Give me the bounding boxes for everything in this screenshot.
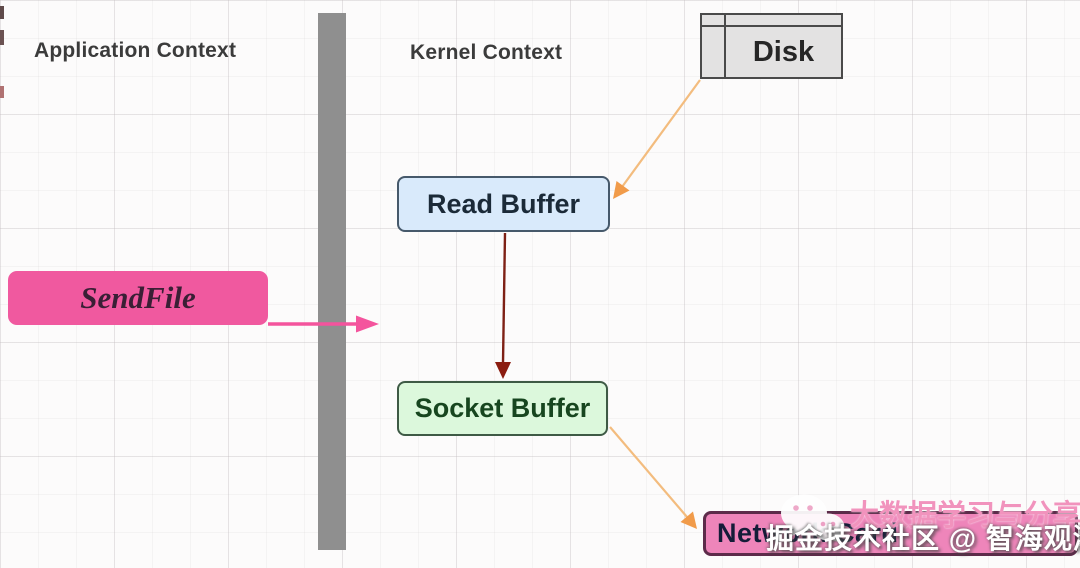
disk-label: Disk [752, 35, 815, 68]
disk-node: Disk [700, 13, 843, 79]
socket-to-network-arrowhead [680, 511, 697, 529]
disk-to-read-buffer-arrow-line [621, 79, 701, 188]
wechat-icon [781, 494, 845, 542]
socket-to-network-arrow-line [609, 426, 688, 518]
application-context-label: Application Context [34, 39, 237, 62]
disk-header-rule [702, 25, 841, 27]
socket-buffer-node: Socket Buffer [397, 381, 608, 436]
watermark-community-text: 掘金技术社区 @ 智海观潮 [766, 523, 1080, 554]
network-card-node: Network Card [703, 511, 1078, 556]
edge-artifact [0, 86, 4, 98]
read-buffer-node: Read Buffer [397, 176, 610, 232]
watermark: 大数据学习与分享 掘金技术社区 @ 智海观潮 [758, 486, 1080, 558]
sendfile-label: SendFile [80, 280, 196, 315]
disk-to-read-buffer-arrowhead [613, 181, 630, 199]
read-to-socket-arrow-line [501, 232, 507, 364]
context-divider-bar [318, 13, 346, 550]
read-buffer-label: Read Buffer [426, 188, 581, 219]
sendfile-node: SendFile [8, 271, 268, 325]
edge-artifact [0, 6, 4, 19]
kernel-context-label: Kernel Context [410, 41, 563, 64]
watermark-brand-text: 大数据学习与分享 [850, 500, 1080, 532]
socket-buffer-label: Socket Buffer [414, 393, 591, 423]
disk-column-rule [724, 15, 726, 77]
read-to-socket-arrowhead [495, 362, 511, 379]
sendfile-arrowhead [356, 315, 379, 333]
edge-artifact [0, 30, 4, 45]
